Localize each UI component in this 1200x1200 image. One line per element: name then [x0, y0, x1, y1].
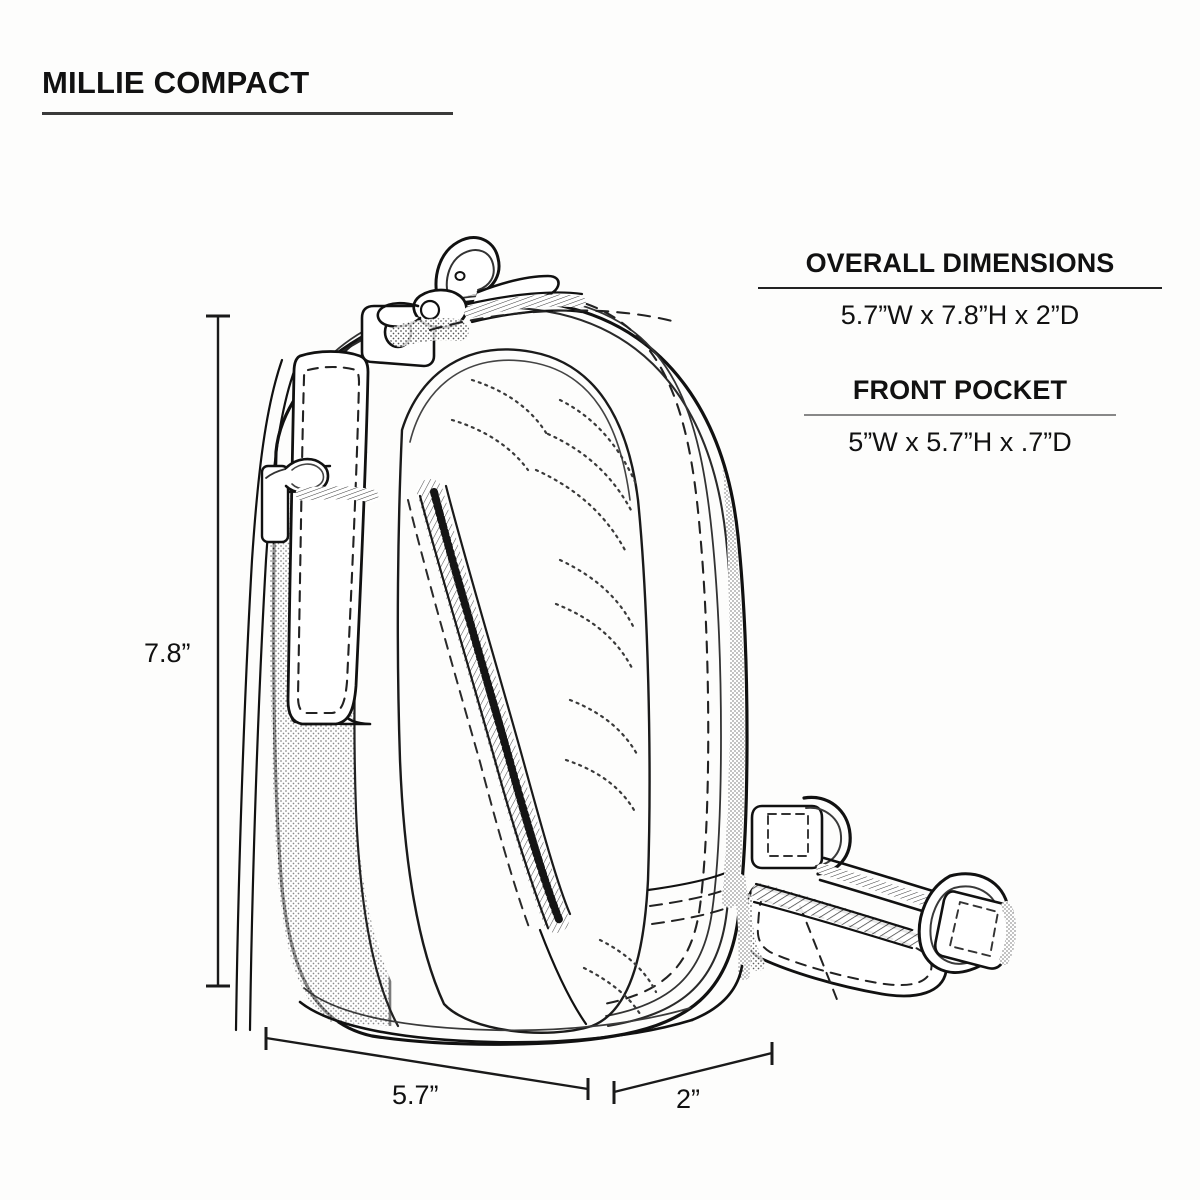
gusset-seam	[353, 450, 400, 1028]
bag-bottom-edge-inner	[303, 987, 691, 1032]
page-title: MILLIE COMPACT	[42, 65, 310, 100]
depth-dimension-label: 2”	[676, 1084, 701, 1114]
base-panel-stitch	[649, 881, 743, 907]
right-edge-shading	[718, 412, 745, 908]
pocket-top-edge	[409, 359, 631, 501]
strap-webbing	[234, 358, 298, 1032]
shoulder-strap-pad	[286, 304, 436, 726]
strap-pad-body	[286, 350, 370, 726]
strap-pad-lower	[742, 884, 949, 998]
pocket-bottom-seam	[538, 928, 588, 1026]
base-panel-stitch-2	[651, 899, 745, 925]
strap-pad-outline	[336, 368, 372, 724]
zipper-stitch-line	[407, 499, 531, 931]
gusset-shading	[270, 470, 392, 1028]
back-panel-seam	[315, 294, 722, 1017]
body-inner-rim	[298, 306, 737, 1028]
height-dimension-label: 7.8”	[144, 638, 191, 668]
swivel-snap-hook	[376, 236, 560, 329]
base-right-edge	[690, 964, 744, 1022]
title-block: MILLIE COMPACT	[42, 65, 462, 116]
title-divider	[42, 112, 453, 116]
d-ring-icon	[802, 795, 852, 876]
strap-attachment-band	[260, 464, 332, 544]
strap-pad-shape	[288, 352, 372, 726]
top-edge-stitch	[428, 309, 678, 332]
width-dimension-label: 5.7”	[392, 1080, 439, 1110]
overall-dimensions-heading: OVERALL DIMENSIONS	[805, 248, 1115, 278]
overall-dimensions-value: 5.7”W x 7.8”H x 2”D	[840, 300, 1080, 331]
strap-pad-stitch	[296, 365, 361, 715]
strap-hardware-right	[738, 795, 1016, 1003]
adjuster-buckle	[917, 872, 1016, 974]
front-pocket-value: 5”W x 5.7”H x .7”D	[848, 427, 1072, 458]
bag-bottom-edge	[298, 1000, 694, 1044]
curved-zipper	[417, 479, 572, 933]
hook-shadow-shading	[389, 318, 469, 347]
hook-pin-icon	[454, 271, 466, 281]
body-strap-junction-shading	[734, 874, 751, 980]
specifications-panel: OVERALL DIMENSIONS 5.7”W x 7.8”H x 2”D F…	[750, 248, 1170, 503]
base-panel-top	[646, 864, 742, 892]
strap-pad-lower-stitch	[756, 899, 933, 986]
front-pocket-heading: FRONT POCKET	[852, 375, 1068, 406]
front-pocket-divider	[804, 414, 1116, 417]
front-pocket-group: FRONT POCKET 5”W x 5.7”H x .7”D	[750, 375, 1170, 458]
left-d-ring	[284, 457, 330, 495]
strap-webbing-right	[822, 856, 958, 900]
back-panel-topstitch	[328, 290, 710, 1006]
strap-pad-top-tab	[360, 304, 436, 368]
swivel-rivet-icon	[419, 299, 441, 321]
main-compartment-outline	[271, 298, 749, 1046]
overall-dimensions-divider	[758, 287, 1162, 290]
strap-grommet-icon	[383, 315, 413, 349]
strap-end-tab	[260, 464, 290, 544]
zipper-teeth	[430, 488, 564, 926]
strap-band-hatch	[295, 486, 379, 503]
overall-dimensions-group: OVERALL DIMENSIONS 5.7”W x 7.8”H x 2”D	[750, 248, 1170, 331]
hook-webbing-loop	[464, 294, 586, 318]
front-pocket-outline	[396, 348, 651, 1034]
fabric-wrinkle-shading	[450, 378, 658, 1016]
